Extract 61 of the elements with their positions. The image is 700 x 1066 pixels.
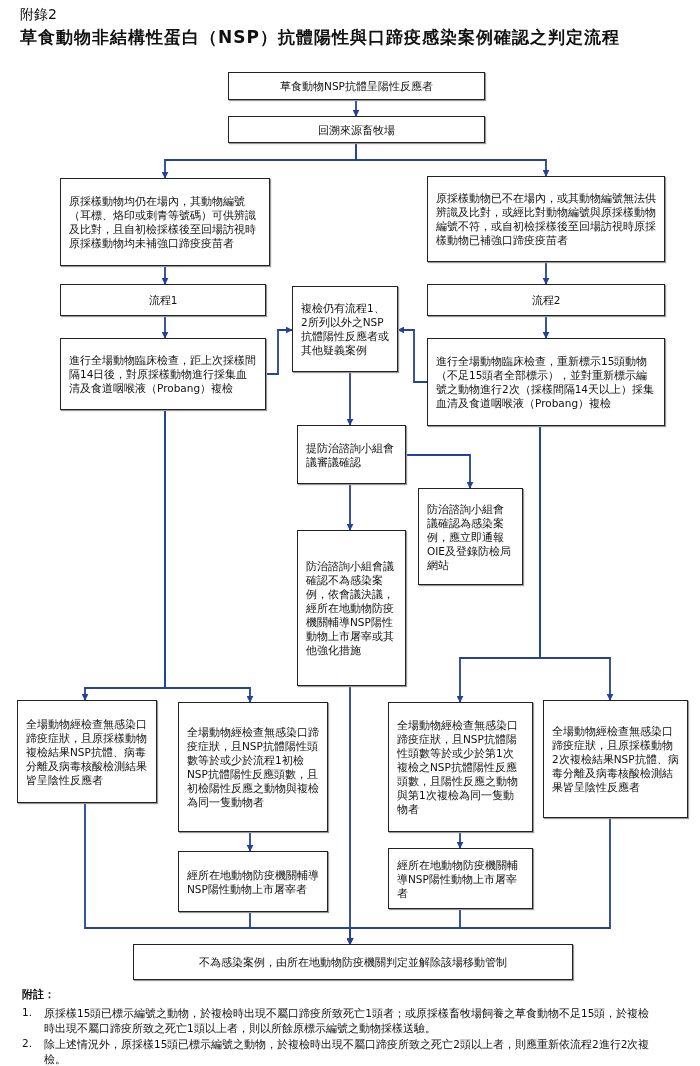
process-box [178,702,328,832]
process-box [297,425,406,484]
process-box [228,72,485,100]
diagram-title: 草食動物非結構性蛋白（NSP）抗體陽性與口蹄疫感染案例確認之判定流程 [20,26,620,49]
arrow [405,454,474,489]
process-box [427,338,665,426]
step-text: 流程1 [147,293,179,307]
arrow [539,425,614,701]
arrow [265,326,293,375]
note-number: 2. [22,1037,33,1049]
arrow [246,831,254,852]
process-box [60,178,270,266]
arrow [346,817,611,945]
arrow [352,99,360,117]
step-text: 流程2 [530,293,562,307]
appendix-label: 附錄2 [20,6,57,24]
step-text: 經所在地動物防疫機關輔導NSP陽性動物上市屠宰者 [187,867,319,896]
process-box [427,176,665,262]
process-box [17,700,157,803]
step-text: 經所在地動物防疫機關輔導NSP陽性動物上市屠宰者 [397,857,519,900]
step-text: 進行全場動物臨床檢查，重新標示15頭動物（不足15頭者全部標示），並對重新標示編號之動物進行2次（採樣間隔14天以上）採集血清及食道咽喉液（Probang）複檢 [436,354,656,410]
arrow [161,315,169,339]
step-text: 進行全場動物臨床檢查，距上次採樣間隔14日後，對原採樣動物進行採集血清及食道咽喉液（Probang）複檢 [69,353,257,395]
process-box [543,700,688,818]
note-text: 除上述情況外，原採樣15頭已標示編號之動物，於複檢時出現不屬口蹄疫所致之死亡2頭以上者，則應重新依流程2進行2次複檢。 [44,1037,651,1066]
process-box [60,338,266,410]
process-box [388,702,533,832]
step-text: 原採樣動物均仍在場內，其動物編號（耳標、烙印或刺青等號碼）可供辨識及比對，且自初檢採樣後至回場訪視時原採樣動物均未補強口蹄疫疫苗者 [69,194,257,250]
process-box [418,488,523,585]
step-text: 全場動物經檢查無感染口蹄疫症狀，且原採樣動物複檢結果NSP抗體、病毒分離及病毒核酸檢測結果皆呈陰性反應者 [26,716,148,787]
step-text: 全場動物經檢查無感染口蹄疫症狀，且原採樣動物2次複檢結果NSP抗體、病毒分離及病毒核酸檢測結果皆呈陰性反應者 [552,724,679,794]
arrow [164,409,254,703]
step-text: 全場動物經檢查無感染口蹄疫症狀，且NSP抗體陽性頭數等於或少於流程1初檢NSP抗體陽性反應頭數，且初檢陽性反應之動物與複檢為同一隻動物者 [187,725,319,809]
arrow [161,265,169,285]
note-text: 原採樣15頭已標示編號之動物，於複檢時出現不屬口蹄疫所致死亡1頭者；或原採樣畜牧場飼養之草食動物不足15頭，於複檢時出現不屬口蹄疫所致之死亡1頭以上者，則以所餘原標示編號之動物採樣送驗。 [44,1006,651,1036]
step-text: 草食動物NSP抗體呈陽性反應者 [279,79,434,93]
arrow [397,326,428,383]
process-box [60,284,266,316]
step-text: 複檢仍有流程1、2所列以外之NSP抗體陽性反應者或其他疑義案例 [301,301,389,357]
step-text: 防治諮詢小組會議確認不為感染案例，依會議決議，經所在地動物防疫機關輔導NSP陽性動物上市屠宰或其他強化措施 [306,559,395,657]
process-box [133,944,573,980]
note-number: 1. [22,1006,33,1018]
note-heading: 附註： [22,988,55,1002]
arrow [542,315,550,339]
process-box [292,286,398,372]
arrow [456,831,464,849]
process-box [178,851,328,912]
step-text: 提防治諮詢小組會議審議確認 [306,440,395,469]
step-text: 防治諮詢小組會議確認為感染案例，應立即通報OIE及登錄防檢局網站 [427,501,512,572]
step-text: 全場動物經檢查無感染口蹄疫症狀，且NSP抗體陽性頭數等於或少於第1次複檢之NSP抗體陽性反應頭數，且陽性反應之動物與第1次複檢為同一隻動物者 [397,718,519,816]
arrow [346,483,354,531]
process-box [427,284,665,316]
arrow [355,142,550,177]
step-text: 回溯來源畜牧場 [317,122,396,137]
process-box [228,116,485,143]
process-box [388,848,533,909]
step-text: 原採樣動物已不在場內，或其動物編號無法供辨識及比對，或經比對動物編號與原採樣動物編號不符，或自初檢採樣後至回場訪視時原採樣動物已補強口蹄疫疫苗者 [436,191,656,247]
arrow [346,371,354,426]
process-box [297,530,406,686]
arrow [542,261,550,285]
step-text: 不為感染案例，由所在地動物防疫機關判定並解除該場移動管制 [198,955,508,969]
